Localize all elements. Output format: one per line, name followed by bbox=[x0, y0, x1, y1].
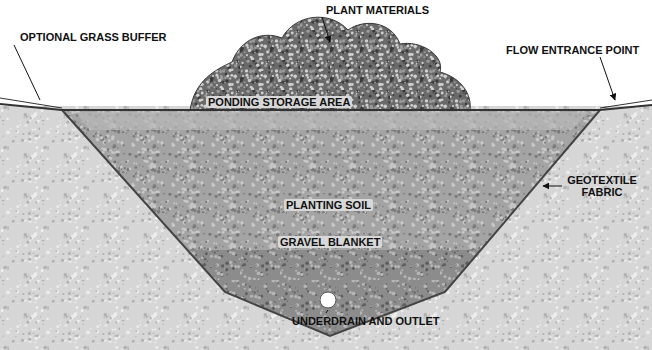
grass-buffer-label: OPTIONAL GRASS BUFFER bbox=[20, 31, 166, 43]
leader-line bbox=[326, 310, 328, 313]
leader-line bbox=[322, 17, 330, 42]
flow-entrance-label: FLOW ENTRANCE POINT bbox=[506, 44, 639, 56]
grass-buffer-edge bbox=[0, 98, 62, 108]
geotextile-label: GEOTEXTILE FABRIC bbox=[564, 174, 640, 198]
flow-entrance-edge bbox=[600, 100, 652, 108]
plant-materials-label: PLANT MATERIALS bbox=[326, 4, 429, 16]
ponding-storage-band bbox=[75, 112, 588, 130]
gravel-blanket-area bbox=[187, 250, 481, 336]
underdrain-label: UNDERDRAIN AND OUTLET bbox=[292, 315, 439, 327]
ground bbox=[0, 106, 652, 350]
leader-line bbox=[600, 57, 615, 100]
planting-soil-label: PLANTING SOIL bbox=[284, 199, 373, 211]
leader-line bbox=[14, 45, 40, 100]
geotextile-fabric bbox=[62, 110, 600, 336]
leader-line bbox=[543, 186, 562, 187]
ponding-area-label: PONDING STORAGE AREA bbox=[206, 96, 352, 108]
underdrain-pipe bbox=[320, 292, 336, 308]
gravel-blanket-label: GRAVEL BLANKET bbox=[278, 236, 382, 248]
plant-materials-mound bbox=[190, 17, 470, 110]
planting-soil-area bbox=[62, 110, 600, 336]
